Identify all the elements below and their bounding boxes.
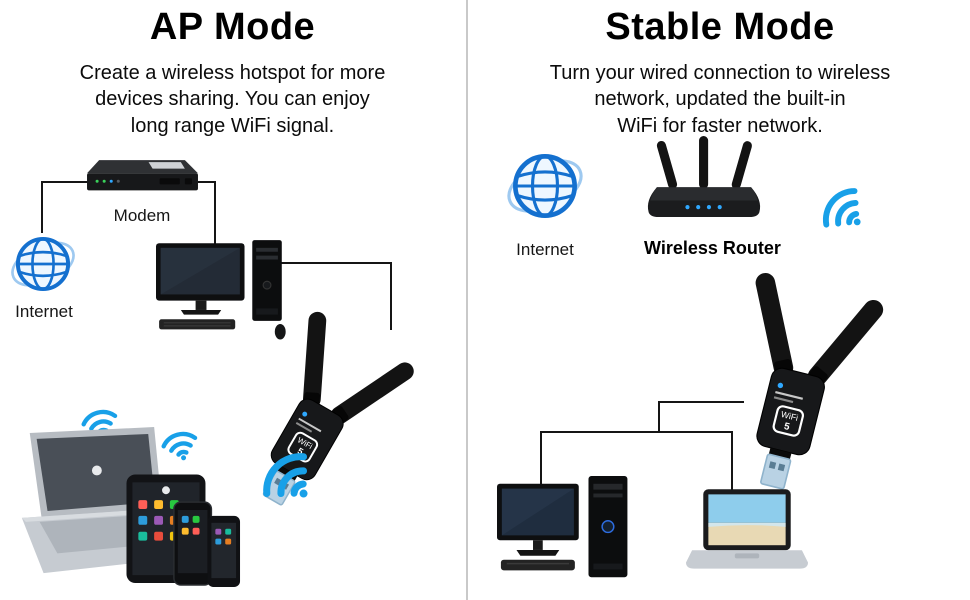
internet-globe-icon — [506, 147, 584, 225]
center-divider — [466, 0, 468, 600]
stable-mode-description-line2: network, updated the built-in — [594, 88, 846, 111]
stable-mode-title: Stable Mode — [605, 6, 835, 48]
wifi-signal-icon — [156, 423, 203, 465]
internet-label-right: Internet — [516, 240, 574, 259]
wifi-signal-icon — [809, 175, 877, 245]
stable-mode-description-line3: WiFi for faster network. — [617, 114, 823, 137]
ap-mode-description-line2: devices sharing. You can enjoy — [95, 88, 370, 111]
modem-label: Modem — [113, 206, 171, 225]
line-modem-to-internet-h — [41, 181, 89, 183]
line-modem-to-internet-v — [41, 181, 43, 233]
line-to-laptop-v — [731, 431, 733, 491]
laptop-icon — [686, 489, 808, 576]
desktop-computer-icon — [156, 240, 288, 345]
ap-mode-description-line1: Create a wireless hotspot for more — [79, 62, 386, 84]
modem-icon — [84, 152, 200, 200]
ap-mode-title: AP Mode — [149, 6, 316, 48]
line-pc-to-adapter-v — [390, 262, 392, 330]
line-devices-bus-h — [540, 431, 733, 433]
line-to-desktop-v — [540, 431, 542, 487]
stable-mode-description-line1: Turn your wired connection to wireless — [549, 62, 891, 84]
wifi-signal-icon — [247, 437, 329, 519]
adapter-badge-wifi-text: WiFi — [780, 409, 799, 423]
line-adapter-branch-h — [658, 401, 744, 403]
adapter-badge-number-text: 5 — [783, 421, 791, 433]
usb-wifi-adapter-icon: WiFi 5 — [697, 253, 900, 511]
client-devices-icon — [10, 425, 242, 593]
wireless-router-icon — [642, 136, 766, 227]
adapter-badge-number-text: 5 — [296, 446, 305, 457]
line-pc-to-adapter-h — [276, 262, 392, 264]
desktop-computer-icon — [497, 476, 643, 585]
line-modem-to-pc-v — [214, 181, 216, 245]
wireless-router-label: Wireless Router — [644, 238, 781, 258]
stable-mode-description: Turn your wired connection to wireless n… — [495, 60, 945, 139]
line-modem-to-pc-h — [198, 181, 216, 183]
internet-globe-icon — [10, 231, 76, 297]
internet-label-left: Internet — [15, 302, 73, 321]
line-adapter-branch-v — [658, 401, 660, 433]
ap-mode-description-line3: long range WiFi signal. — [130, 114, 335, 137]
ap-mode-description: Create a wireless hotspot for more devic… — [35, 60, 430, 139]
